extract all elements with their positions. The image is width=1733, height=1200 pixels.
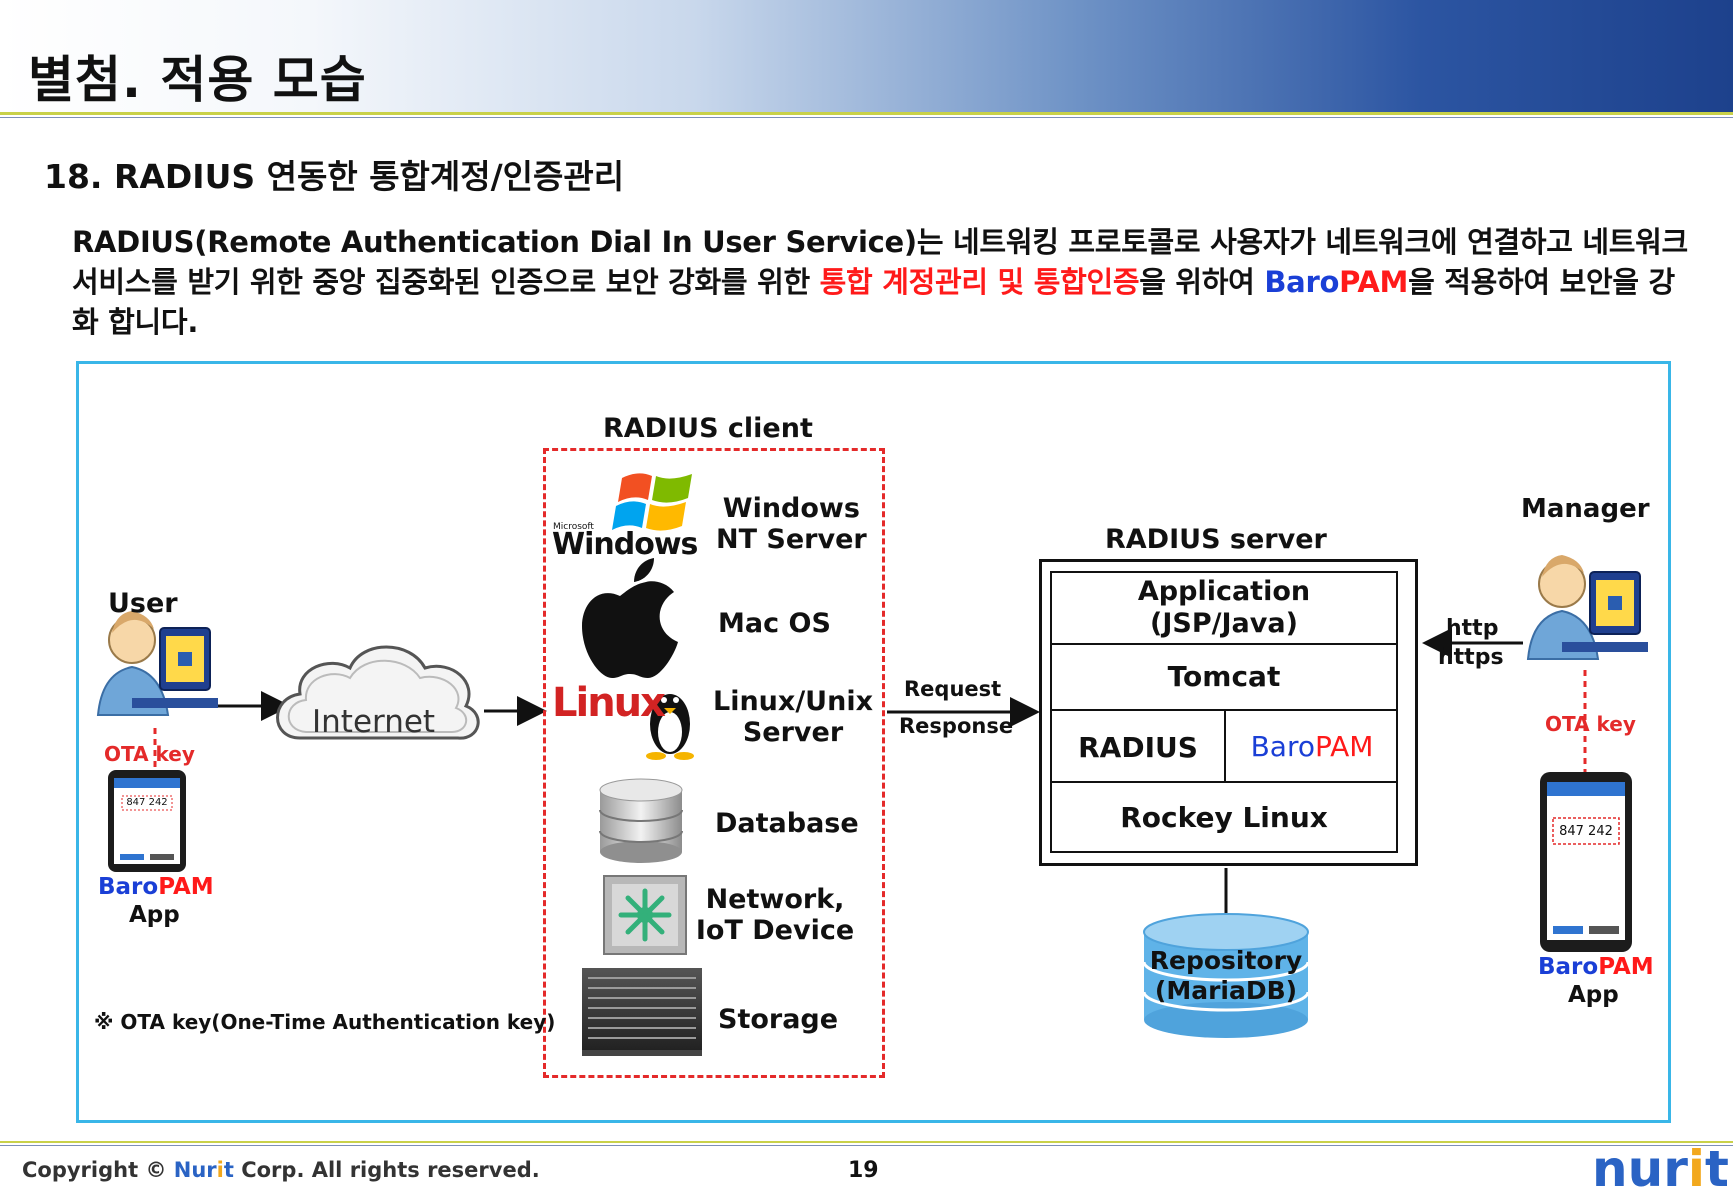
- stack-divider-vertical: [1224, 709, 1226, 783]
- stack-os: Rockey Linux: [1120, 801, 1328, 834]
- stack-radius: RADIUS: [1078, 731, 1198, 764]
- user-label: User: [108, 588, 178, 619]
- stack-application-line2: (JSP/Java): [1150, 608, 1298, 639]
- windows-flag-icon: [612, 473, 692, 531]
- radius-server-box: [1039, 559, 1418, 866]
- http-label: http: [1446, 616, 1499, 641]
- storage-rack-icon: [582, 968, 702, 1056]
- otp-code-left: 847 242: [126, 797, 168, 808]
- request-label: Request: [904, 677, 1002, 701]
- client-network-line1: Network,: [705, 884, 845, 915]
- header-banner: [0, 0, 1733, 112]
- copyright-brand-t: t: [223, 1158, 234, 1182]
- client-windows-line1: Windows: [722, 493, 860, 524]
- client-linux-line2: Server: [742, 717, 844, 748]
- stack-tomcat: Tomcat: [1167, 660, 1281, 693]
- radius-client-box: [543, 448, 885, 1078]
- client-linux-label: Linux/Unix Server: [712, 686, 874, 748]
- stack-application: Application (JSP/Java): [1050, 576, 1398, 640]
- mobile-phone-right: [1540, 772, 1632, 952]
- client-windows-label: Windows NT Server: [716, 493, 867, 555]
- footer-divider: [0, 1141, 1733, 1143]
- logo-t: t: [1705, 1140, 1729, 1198]
- description-text: RADIUS(Remote Authentication Dial In Use…: [72, 225, 1688, 299]
- radius-client-title: RADIUS client: [603, 413, 813, 444]
- client-macos-label: Mac OS: [718, 608, 831, 639]
- copyright-brand-nur: Nur: [173, 1158, 217, 1182]
- footer-divider-thin: [0, 1145, 1733, 1146]
- repository-line2: (MariaDB): [1154, 976, 1298, 1005]
- tux-penguin-icon: [646, 694, 694, 760]
- header-divider: [0, 112, 1733, 115]
- radius-server-title: RADIUS server: [1105, 524, 1327, 555]
- product-name-baro: Baro: [1264, 265, 1340, 299]
- nurit-logo: nurit: [1592, 1140, 1729, 1198]
- mobile-phone-left: [108, 770, 186, 872]
- stack-baropam: BaroPAM: [1226, 730, 1398, 763]
- internet-label: Internet: [312, 704, 436, 740]
- windows-logo-small-text: Microsoft: [553, 522, 594, 532]
- product-name-pam: PAM: [1339, 265, 1409, 299]
- ota-key-label-right: OTA key: [1545, 712, 1636, 736]
- description-text-3: 을 적용하여 보안을 강화 합니다.: [72, 265, 1675, 339]
- response-label: Response: [899, 714, 1014, 738]
- app-name-pam-right: PAM: [1598, 954, 1654, 980]
- repository-line1: Repository: [1149, 946, 1303, 975]
- copyright-prefix: Copyright ©: [22, 1158, 174, 1182]
- linux-logo-text: Linux: [552, 680, 666, 726]
- logo-nur: nur: [1592, 1140, 1688, 1198]
- user-person-icon: [96, 611, 218, 716]
- database-cylinder-icon: [599, 778, 683, 863]
- radius-server-stack: [1050, 571, 1398, 853]
- footnote: ※ OTA key(One-Time Authentication key): [94, 1010, 556, 1034]
- repository-label: Repository (MariaDB): [1144, 946, 1308, 1006]
- stack-divider: [1050, 643, 1398, 645]
- client-linux-line1: Linux/Unix: [713, 686, 873, 717]
- cloud-icon: [276, 645, 480, 740]
- section-title: 18. RADIUS 연동한 통합계정/인증관리: [44, 157, 625, 196]
- app-name-baro: Baro: [98, 874, 159, 900]
- ota-key-label-left: OTA key: [104, 742, 195, 766]
- description-highlight: 통합 계정관리 및 통합인증: [819, 265, 1140, 299]
- copyright-suffix: Corp. All rights reserved.: [233, 1158, 540, 1182]
- copyright-brand-i: i: [216, 1158, 224, 1182]
- copyright: Copyright © Nurit Corp. All rights reser…: [22, 1158, 540, 1182]
- app-name-pam: PAM: [158, 874, 214, 900]
- app-name-left: BaroPAM: [98, 874, 214, 900]
- https-label: https: [1438, 645, 1504, 670]
- manager-label: Manager: [1521, 494, 1650, 524]
- client-windows-line2: NT Server: [716, 524, 867, 555]
- manager-person-icon: [1526, 555, 1648, 660]
- apple-logo-icon: [582, 558, 678, 678]
- app-label-left: App: [129, 902, 180, 928]
- page-title: 별첨. 적용 모습: [28, 51, 367, 109]
- otp-code-right: 847 242: [1559, 824, 1613, 839]
- network-switch-icon: [603, 875, 687, 955]
- app-label-right: App: [1568, 982, 1619, 1008]
- stack-application-line1: Application: [1137, 576, 1311, 607]
- logo-i: i: [1687, 1140, 1705, 1198]
- client-network-line2: IoT Device: [695, 915, 855, 946]
- app-name-baro-right: Baro: [1538, 954, 1599, 980]
- description-text-2: 을 위하여: [1139, 265, 1265, 299]
- stack-baropam-pam: PAM: [1315, 730, 1374, 763]
- header-divider-thin: [0, 117, 1733, 118]
- app-name-right: BaroPAM: [1538, 954, 1654, 980]
- client-database-label: Database: [715, 808, 859, 839]
- description: RADIUS(Remote Authentication Dial In Use…: [72, 222, 1692, 342]
- repository-cylinder-icon: [1142, 913, 1310, 1038]
- windows-logo-text: Windows: [552, 527, 698, 562]
- stack-baropam-baro: Baro: [1250, 730, 1315, 763]
- page-number: 19: [848, 1158, 879, 1183]
- client-storage-label: Storage: [718, 1004, 839, 1035]
- client-network-label: Network, IoT Device: [694, 884, 856, 946]
- diagram-frame: [76, 361, 1671, 1123]
